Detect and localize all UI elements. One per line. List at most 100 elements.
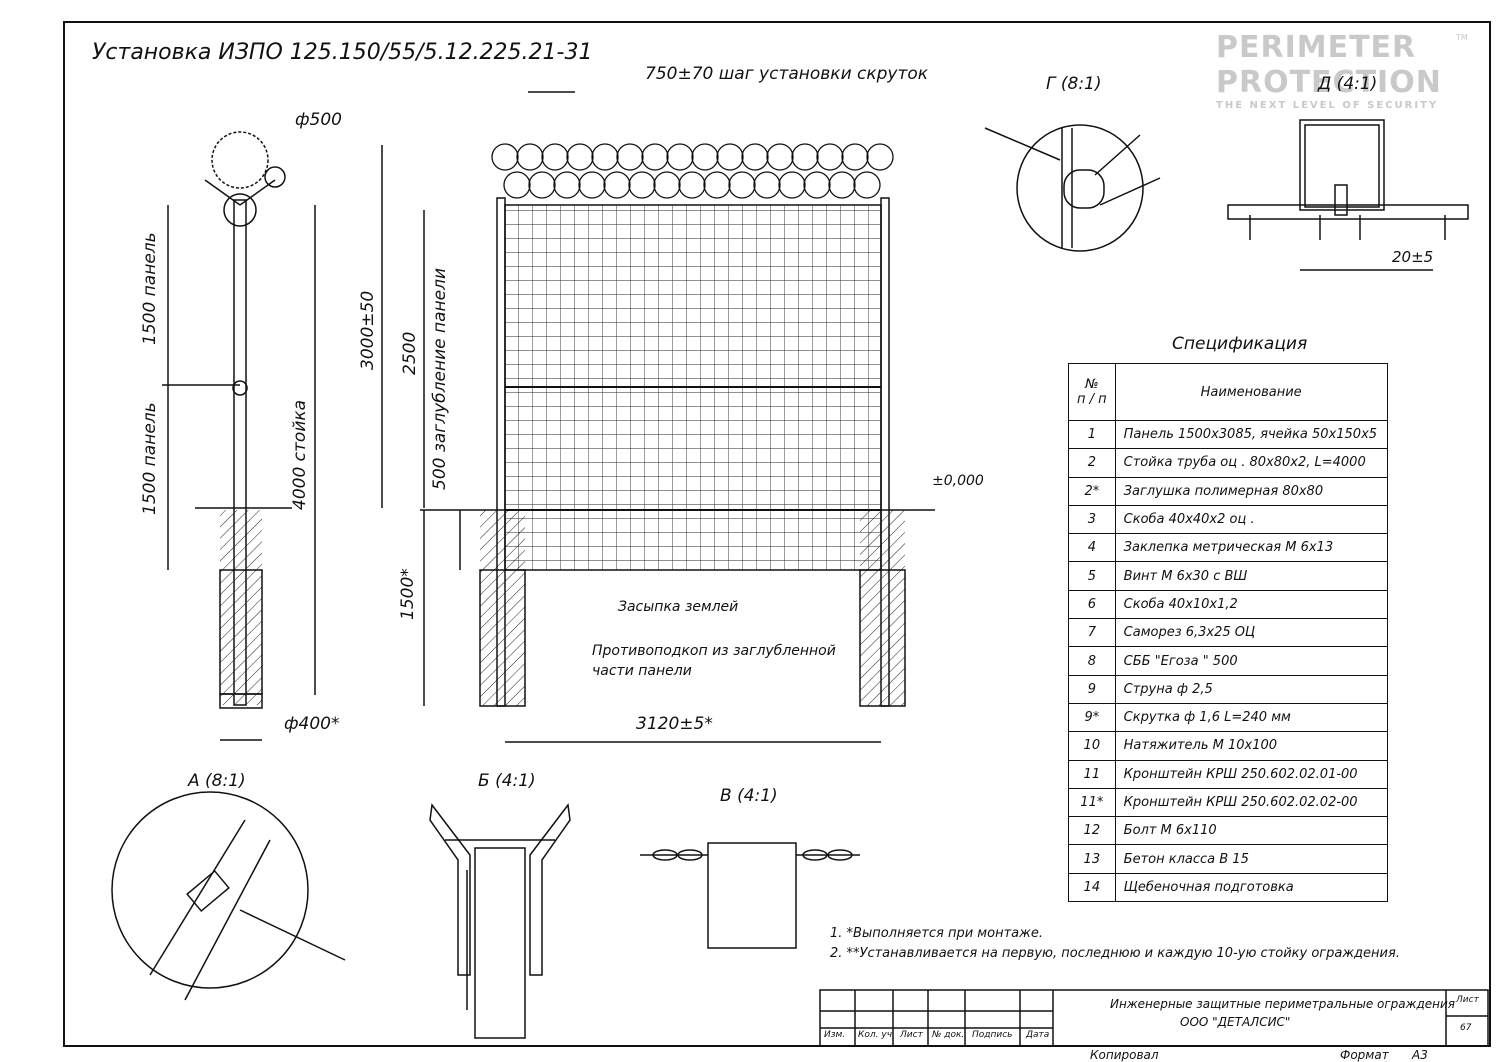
spec-no: 8 (1068, 646, 1116, 676)
front-view (381, 91, 935, 743)
spec-name: Стойка труба оц . 80х80х2, L=4000 (1114, 448, 1388, 478)
spec-name: Скрутка ф 1,6 L=240 мм (1114, 702, 1388, 733)
spec-col-name: Наименование (1114, 363, 1388, 421)
stamp-col-list: Лист (900, 1030, 923, 1040)
detail-g (984, 124, 1161, 252)
spec-no: 2* (1068, 476, 1116, 506)
stamp-org-2: ООО "ДЕТАЛСИС" (1180, 1015, 1291, 1029)
spec-name: Струна ф 2,5 (1114, 674, 1388, 704)
stamp-col-sign: Подпись (972, 1030, 1013, 1040)
dim-3120: 3120±5* (636, 714, 713, 734)
spec-name: Натяжитель М 10х100 (1114, 731, 1388, 761)
spec-no: 11 (1068, 759, 1116, 789)
note-1: 1. *Выполняется при монтаже. (830, 926, 1043, 941)
spec-name: Саморез 6,3х25 ОЦ (1114, 618, 1388, 648)
spec-no: 4 (1068, 533, 1116, 563)
spec-name: Панель 1500х3085, ячейка 50х150х5 (1114, 419, 1388, 450)
spec-col-no-line1: № (1085, 377, 1099, 392)
stamp-col-kol: Кол. уч (858, 1030, 893, 1040)
callout-fill: Засыпка землей (618, 599, 739, 615)
stamp-col-doc: № док. (932, 1030, 965, 1040)
stamp-format-label: Формат (1340, 1048, 1389, 1062)
spec-no: 7 (1068, 618, 1116, 648)
spec-name: Щебеночная подготовка (1114, 872, 1388, 903)
dim-500: 500 заглубление панели (430, 267, 450, 490)
spec-name: Заклепка метрическая М 6х13 (1114, 533, 1388, 563)
spec-name: Скоба 40х10х1,2 (1114, 589, 1388, 620)
dim-gap: 20±5 (1392, 248, 1434, 266)
view-caption-v: В (4:1) (720, 786, 778, 806)
spec-no: 6 (1068, 589, 1116, 620)
dim-2500: 2500 (400, 331, 420, 375)
logo-tagline: THE NEXT LEVEL OF SECURITY (1216, 100, 1439, 111)
logo-line-1: PERIMETER (1216, 30, 1417, 65)
dim-1500: 1500* (398, 568, 418, 620)
view-caption-a: А (8:1) (188, 771, 246, 791)
spec-name: Скоба 40х40х2 оц . (1114, 504, 1388, 535)
spec-no: 12 (1068, 816, 1116, 846)
watermark-logo: PERIMETER PROTECTION THE NEXT LEVEL OF S… (1216, 30, 1442, 111)
spec-name: Болт М 6х110 (1114, 816, 1388, 846)
notes: 1. *Выполняется при монтаже. 2. **Устана… (830, 924, 1400, 964)
spec-no: 11* (1068, 787, 1116, 818)
callout-anti1: Противоподкоп из заглубленной (592, 643, 836, 659)
spec-col-no-line2: п / п (1077, 392, 1107, 407)
spec-name: Кронштейн КРШ 250.602.02.02-00 (1114, 787, 1388, 818)
detail-a (111, 791, 346, 1001)
dim-panel-lower: 1500 панель (140, 402, 160, 515)
dim-3000: 3000±50 (358, 290, 378, 370)
drawing-title: Установка ИЗПО 125.150/55/5.12.225.21-31 (92, 40, 593, 65)
spec-title: Спецификация (1172, 334, 1308, 354)
dim-phi500: ф500 (295, 110, 342, 130)
dim-post: 4000 стойка (290, 399, 310, 510)
stamp-sheet-no: 67 (1460, 1023, 1472, 1033)
stamp-copied: Копировал (1090, 1048, 1159, 1062)
stamp-col-date: Дата (1026, 1030, 1050, 1040)
dim-panel-upper: 1500 панель (140, 232, 160, 345)
spec-no: 14 (1068, 872, 1116, 903)
spec-name: Бетон класса В 15 (1114, 844, 1388, 874)
spec-name: СББ "Егоза " 500 (1114, 646, 1388, 676)
callout-anti2: части панели (592, 663, 692, 679)
table-row: 2*Заглушка полимерная 80х80 (1068, 476, 1388, 506)
title-block (819, 989, 1489, 1047)
spec-no: 9 (1068, 674, 1116, 704)
spec-name: Кронштейн КРШ 250.602.02.01-00 (1114, 759, 1388, 789)
dim-level: ±0,000 (932, 473, 984, 489)
spec-no: 5 (1068, 561, 1116, 591)
view-caption-d: Д (4:1) (1318, 74, 1378, 94)
view-caption-b: Б (4:1) (478, 771, 536, 791)
spec-no: 9* (1068, 702, 1116, 733)
view-caption-g: Г (8:1) (1046, 74, 1102, 94)
spec-name: Заглушка полимерная 80х80 (1114, 476, 1388, 506)
dim-phi400: ф400* (284, 714, 340, 734)
spec-name: Винт М 6х30 с ВШ (1114, 561, 1388, 591)
logo-line-2: PROTECTION (1216, 65, 1442, 100)
detail-v (640, 842, 860, 949)
spec-no: 2 (1068, 448, 1116, 478)
spec-col-no: № п / п (1068, 363, 1116, 421)
logo-tm: TM (1456, 33, 1468, 42)
note-2: 2. **Устанавливается на первую, последню… (830, 946, 1400, 961)
spec-no: 1 (1068, 419, 1116, 450)
detail-b (429, 803, 571, 1039)
spec-no: 3 (1068, 504, 1116, 535)
stamp-col-izm: Изм. (824, 1030, 846, 1040)
razor-wire (491, 143, 894, 199)
dim-step: 750±70 шаг установки скруток (645, 64, 929, 84)
